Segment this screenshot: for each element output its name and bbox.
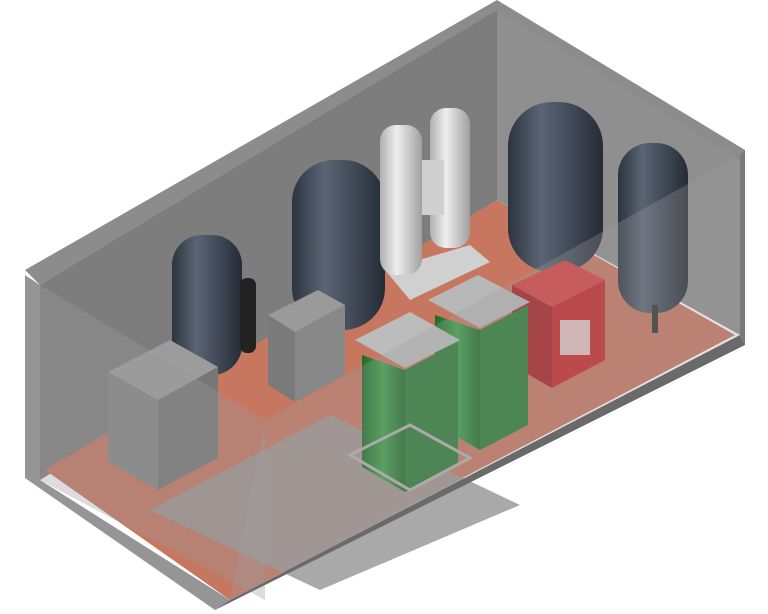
front-left-wall (25, 275, 230, 610)
dryer-cabinet (268, 290, 345, 402)
tank-far-right (618, 143, 688, 333)
walkway (150, 415, 520, 590)
tank-small-left (172, 235, 256, 375)
tank-large-center (292, 160, 385, 330)
front-bottom-edge (215, 335, 745, 610)
compressor-cabinet (108, 340, 218, 490)
cylinder-bundle-front (346, 312, 474, 492)
right-rim (740, 150, 745, 345)
front-wall (40, 285, 265, 600)
nitrogen-generator (380, 108, 490, 300)
right-front-wall (230, 155, 740, 600)
tank-large-right (508, 102, 603, 272)
